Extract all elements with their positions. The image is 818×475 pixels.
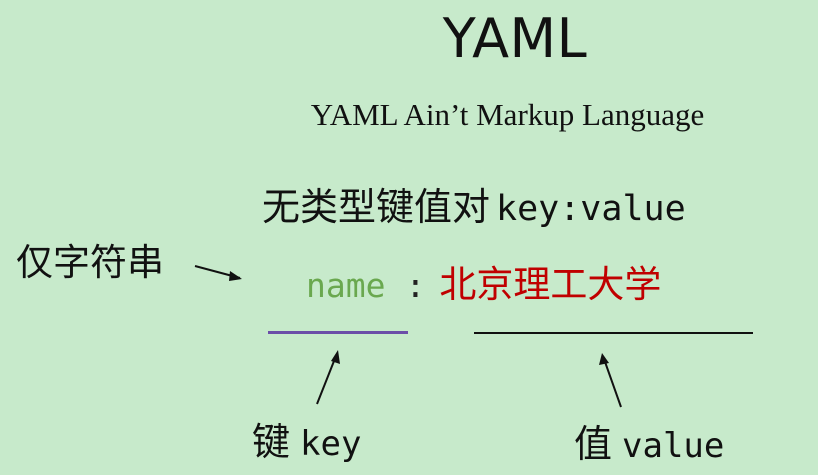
value-label-chinese: 值 <box>574 422 613 466</box>
slide-title: YAML <box>442 7 588 70</box>
key-label-chinese: 键 <box>252 420 291 464</box>
arrow-up-value-icon <box>599 353 622 408</box>
example-value: 北京理工大学 <box>439 263 662 306</box>
example-separator: : <box>405 266 426 305</box>
value-label-english: value <box>622 426 725 466</box>
key-underline <box>268 331 408 334</box>
only-strings-label: 仅字符串 <box>16 241 164 284</box>
example-key: name <box>306 266 386 305</box>
slide-subtitle: YAML Ain’t Markup Language <box>310 97 705 132</box>
untyped-pair-chinese: 无类型键值对 <box>262 185 491 229</box>
key-value-example: name: 北京理工大学 <box>306 262 661 309</box>
arrow-up-key-icon <box>316 350 340 405</box>
untyped-pair-pattern: key:value <box>496 189 686 229</box>
value-underline <box>474 332 753 334</box>
key-label-english: key <box>300 424 362 464</box>
arrow-right-down-icon <box>194 265 242 281</box>
